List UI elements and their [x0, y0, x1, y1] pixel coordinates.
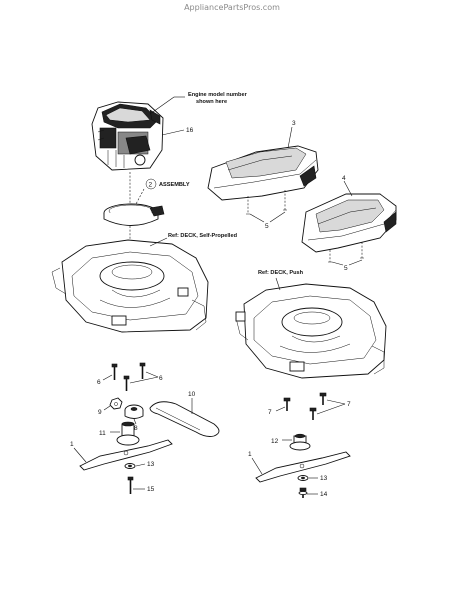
- assembly-label: ASSEMBLY: [159, 182, 190, 188]
- rear-baffle-3[interactable]: [207, 145, 319, 201]
- callout-6b: 6: [159, 375, 163, 382]
- callout-6a: 6: [97, 379, 101, 386]
- blade-1-left[interactable]: [79, 439, 173, 471]
- callout-1b: 1: [248, 451, 252, 458]
- deck-push-ref: Ref: DECK, Push: [258, 270, 304, 276]
- drive-belt-10[interactable]: [149, 401, 220, 437]
- engine-model-note-line2: shown here: [196, 99, 227, 105]
- site-watermark: AppliancePartsPros.com: [184, 3, 280, 12]
- blower-housing-ring[interactable]: [103, 203, 165, 226]
- callout-4: 4: [342, 175, 346, 182]
- callout-1a: 1: [70, 441, 74, 448]
- assembly-number: 2: [149, 182, 153, 189]
- blade-bolt-15[interactable]: [127, 476, 134, 494]
- callout-8: 8: [134, 425, 138, 432]
- callout-16: 16: [186, 127, 194, 134]
- callout-13b: 13: [320, 475, 328, 482]
- engine-assembly[interactable]: [91, 101, 164, 171]
- deck-self-propelled[interactable]: [51, 239, 209, 333]
- bolt-7c[interactable]: [309, 407, 317, 420]
- washer-13-right[interactable]: [297, 475, 309, 481]
- callout-15: 15: [147, 486, 155, 493]
- callout-3: 3: [292, 120, 296, 127]
- bolt-6b[interactable]: [139, 362, 146, 379]
- callout-10: 10: [188, 391, 196, 398]
- callout-14: 14: [320, 491, 328, 498]
- pulley-8[interactable]: [124, 404, 144, 419]
- callout-9: 9: [98, 409, 102, 416]
- bolt-7b[interactable]: [319, 392, 327, 405]
- deck-self-propelled-ref: Ref: DECK, Self-Propelled: [168, 233, 238, 239]
- blade-adapter-11[interactable]: [116, 421, 140, 446]
- deck-push[interactable]: [235, 283, 387, 379]
- callout-7b: 7: [347, 401, 351, 408]
- bolt-7a[interactable]: [283, 397, 291, 411]
- callout-5b: 5: [344, 265, 348, 272]
- bolt-6a[interactable]: [111, 363, 118, 380]
- callout-13a: 13: [147, 461, 155, 468]
- assembly-marker: 2 ASSEMBLY: [145, 178, 190, 190]
- blade-adapter-12[interactable]: [289, 433, 311, 451]
- callout-11: 11: [99, 430, 106, 437]
- blade-1-right[interactable]: [255, 451, 351, 483]
- blade-bolt-14[interactable]: [298, 487, 308, 498]
- engine-model-note-line1: Engine model number: [188, 92, 248, 98]
- callout-5a: 5: [265, 223, 269, 230]
- callout-7a: 7: [268, 409, 272, 416]
- bolt-6c[interactable]: [123, 375, 130, 391]
- washer-13-left[interactable]: [124, 463, 136, 469]
- callout-12: 12: [271, 438, 279, 445]
- front-baffle-4[interactable]: [301, 193, 397, 253]
- nut-9[interactable]: [109, 397, 123, 410]
